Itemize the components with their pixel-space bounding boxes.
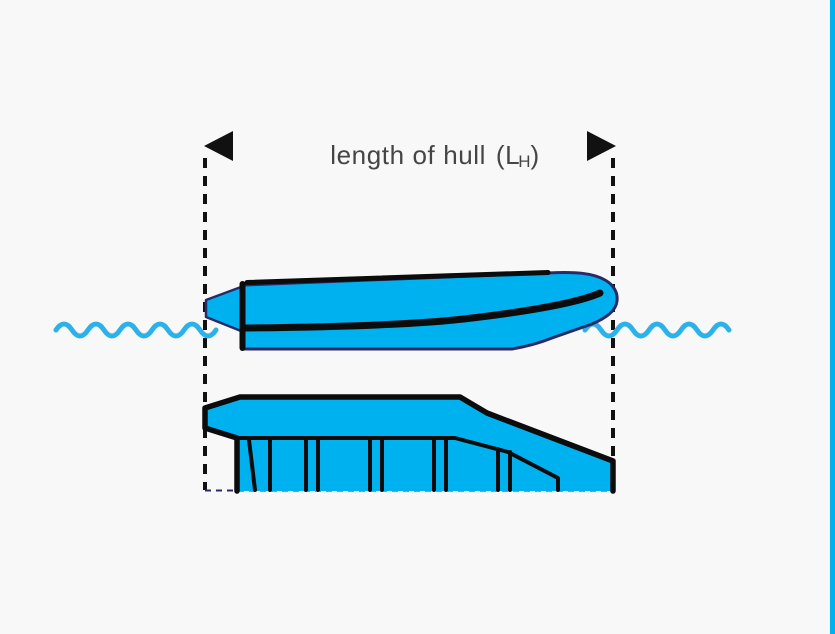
waterline xyxy=(53,321,732,339)
hull-length-symbol: L xyxy=(505,140,521,170)
water-wave-right xyxy=(582,321,732,339)
bottom-view-strake-lines xyxy=(247,436,512,492)
arrowhead-right-icon xyxy=(587,131,616,161)
bottom-view-hull xyxy=(202,394,616,494)
side-view-hull xyxy=(204,270,619,351)
water-wave-left xyxy=(53,321,219,339)
side-view-hull-body xyxy=(242,270,619,351)
right-edge-accent-strip xyxy=(830,0,835,634)
hull-length-label: length of hull (LH) xyxy=(240,140,630,172)
side-view-chine-line xyxy=(241,289,604,332)
arrowhead-left-icon xyxy=(204,131,233,161)
paren-open: ( xyxy=(495,140,506,170)
hull-length-label-text: length of hull xyxy=(330,140,494,170)
hull-length-symbol-subscript: H xyxy=(518,152,531,171)
side-view-gunwale-line xyxy=(244,270,551,285)
paren-close: ) xyxy=(530,140,540,170)
bottom-view-hull-outline xyxy=(202,394,616,494)
side-view-bow-wedge xyxy=(204,285,243,333)
